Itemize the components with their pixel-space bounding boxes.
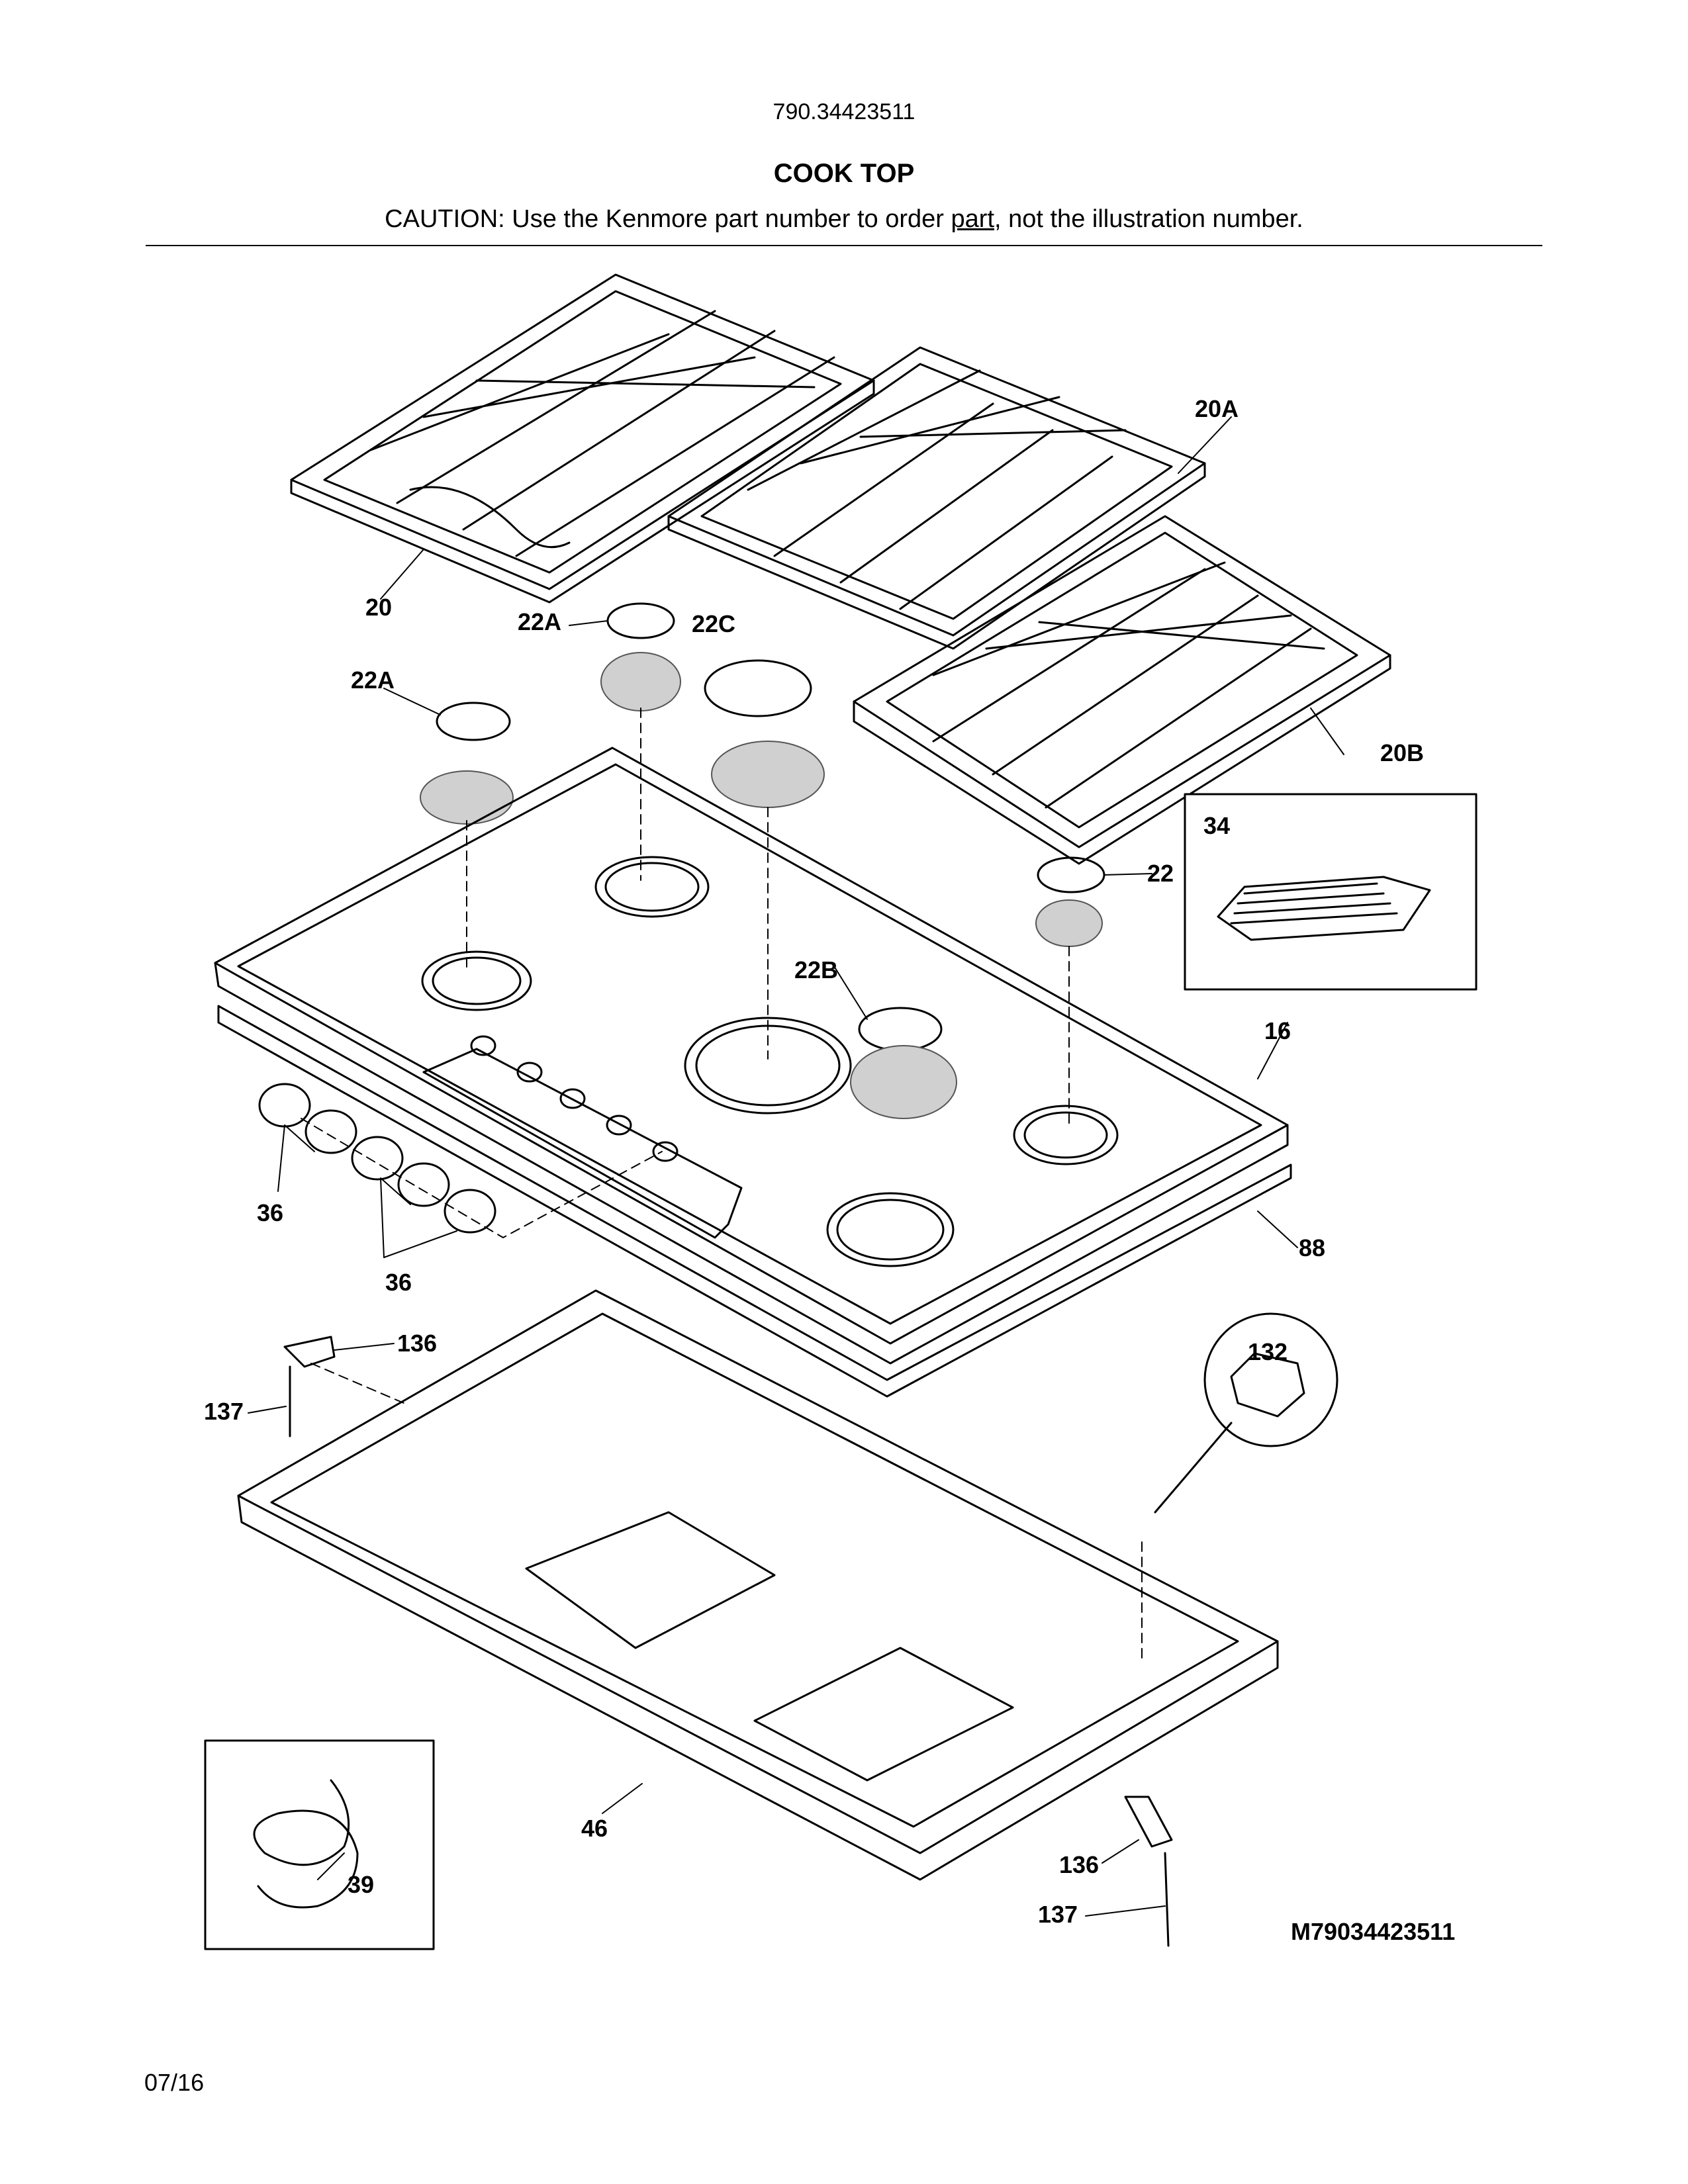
model-number: 790.34423511: [773, 99, 915, 124]
caution-note: CAUTION: Use the Kenmore part number to …: [0, 205, 1688, 234]
label-20a: 20A: [1195, 395, 1239, 422]
label-137-top: 137: [204, 1398, 244, 1425]
label-22b: 22B: [794, 956, 838, 983]
page-title: COOK TOP: [773, 159, 915, 188]
power-cord-drawing: [253, 1779, 359, 1909]
clip-zoom-drawing: [1230, 1352, 1305, 1418]
label-22c: 22C: [692, 610, 735, 637]
burner-head-front: [850, 1045, 957, 1119]
label-22: 22: [1147, 860, 1174, 887]
gasket: [217, 1005, 1292, 1398]
leader-22: [1103, 873, 1152, 876]
label-136-bottom: 136: [1059, 1851, 1099, 1878]
leader-22a-top: [569, 620, 608, 626]
cap-22b: [858, 1007, 943, 1052]
clip-zoom-circle: [1203, 1312, 1338, 1447]
label-36-b: 36: [385, 1269, 412, 1296]
leader-88: [1257, 1210, 1298, 1248]
label-132: 132: [1248, 1338, 1288, 1365]
label-22a-left: 22A: [351, 666, 395, 694]
clip-leader: [1154, 1422, 1233, 1514]
label-137-bottom: 137: [1038, 1901, 1078, 1928]
leader-20: [380, 549, 424, 600]
label-16: 16: [1264, 1017, 1291, 1044]
leader-46: [602, 1783, 643, 1814]
leader-22a-left: [383, 688, 441, 715]
cap-22a-left: [436, 702, 511, 741]
bracket-top: [283, 1336, 336, 1368]
label-20: 20: [365, 594, 392, 621]
cooktop-frame: [214, 747, 1289, 1365]
header-rule: [146, 245, 1542, 246]
label-39: 39: [348, 1871, 374, 1898]
caution-text: CAUTION: Use the Kenmore part number to …: [385, 205, 951, 233]
align-line-knobs: [301, 1118, 663, 1238]
burner-head-right: [1035, 899, 1103, 947]
label-36-a: 36: [257, 1199, 283, 1226]
leader-39: [317, 1852, 345, 1880]
label-136-top: 136: [397, 1330, 437, 1357]
leader-136-top: [334, 1343, 395, 1351]
leader-36-b: [380, 1177, 457, 1258]
screw-bottom: [1164, 1852, 1170, 1947]
burner-head-top: [600, 652, 681, 711]
label-20b: 20B: [1380, 739, 1424, 766]
grate-mid: [667, 346, 1206, 650]
revision-date: 07/16: [144, 2069, 205, 2096]
burner-head-left: [420, 770, 514, 825]
cap-22c: [704, 659, 812, 717]
leader-136-bottom: [1102, 1839, 1139, 1864]
leader-16: [1257, 1022, 1288, 1079]
grate-right: [853, 515, 1391, 865]
label-34: 34: [1203, 812, 1230, 839]
caution-text-end: , not the illustration number.: [994, 205, 1303, 233]
leader-36-a: [277, 1124, 315, 1192]
diagram-id: M79034423511: [1291, 1918, 1456, 1945]
leader-22b: [833, 966, 868, 1020]
grate-left: [290, 273, 875, 604]
burner-head-center: [711, 741, 825, 808]
cap-22: [1037, 856, 1105, 893]
cap-22a-top: [606, 602, 675, 639]
label-22a-top: 22A: [518, 608, 561, 635]
align-line-bracket: [310, 1363, 404, 1404]
leader-137-bottom: [1085, 1905, 1166, 1917]
leader-137-top: [248, 1406, 287, 1414]
leader-20b: [1310, 707, 1344, 755]
label-46: 46: [581, 1815, 608, 1842]
bracket-bottom: [1124, 1796, 1173, 1848]
caution-part-word: part: [951, 205, 994, 233]
power-cord-inset-box: [204, 1739, 435, 1950]
leader-20a: [1178, 416, 1232, 474]
griddle-drawing: [1217, 876, 1431, 941]
burner-box: [237, 1289, 1279, 1881]
label-88: 88: [1299, 1234, 1325, 1261]
